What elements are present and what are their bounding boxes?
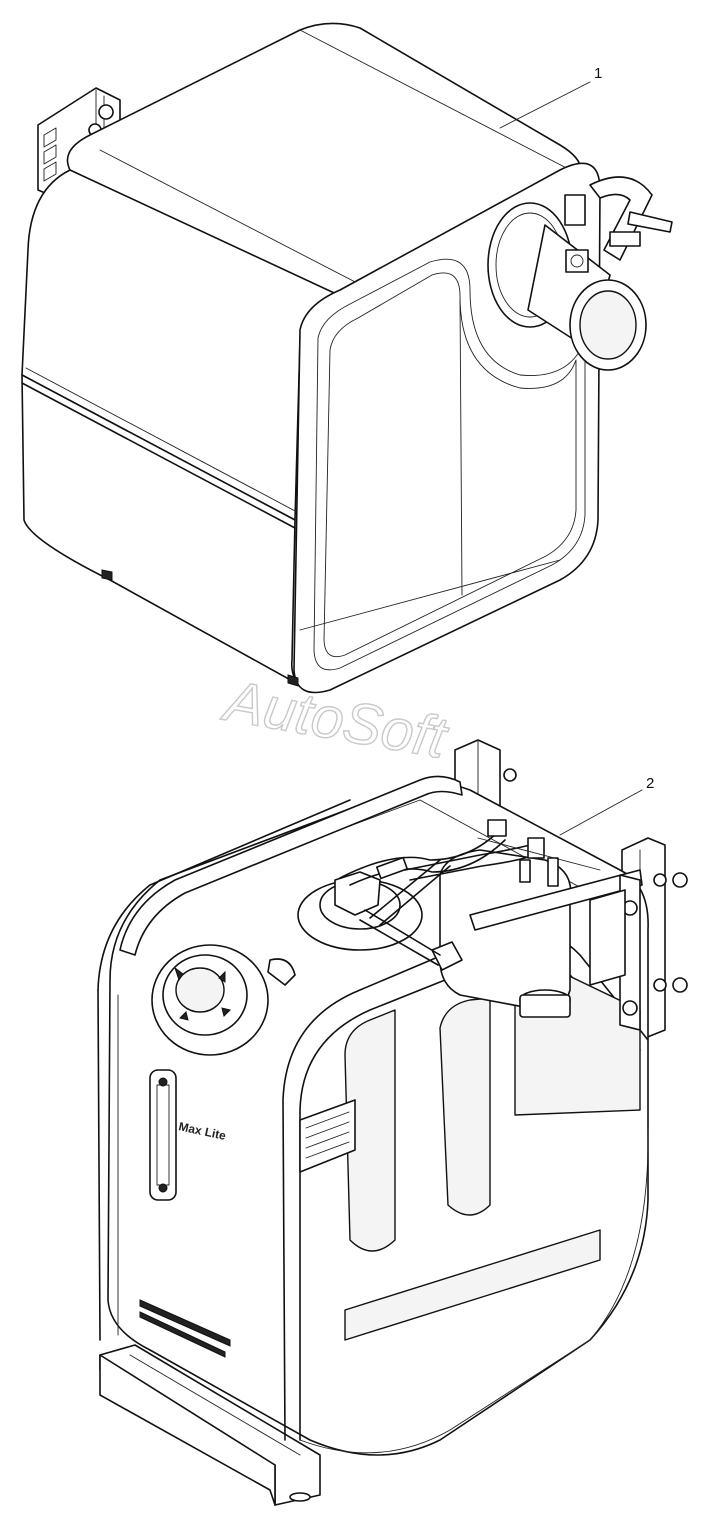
tank-2-strap xyxy=(119,775,643,1031)
tank-2-filler-cap xyxy=(151,944,296,1056)
tank-2-hoses xyxy=(339,819,559,971)
tank-2-nameplate xyxy=(299,1099,356,1173)
tank-2-recess-mid xyxy=(439,997,491,1216)
tank-2-breather xyxy=(297,871,423,951)
tank-2-filter-housing xyxy=(439,849,572,1018)
callout-2: 2 xyxy=(559,775,654,836)
callout-1: 1 xyxy=(499,65,602,129)
tank-2-base-frame xyxy=(99,1344,321,1506)
tank-1 xyxy=(21,22,673,694)
tank-2-sight-gauge xyxy=(149,1069,177,1201)
tank-2-recess-bottom xyxy=(344,1229,601,1341)
tank-2: Max Lite xyxy=(97,739,688,1506)
callout-label-2: 2 xyxy=(646,775,654,792)
tank-2-recess-left xyxy=(344,1009,396,1252)
callout-label-1: 1 xyxy=(594,65,602,82)
tank-1-filler-neck xyxy=(487,176,673,371)
